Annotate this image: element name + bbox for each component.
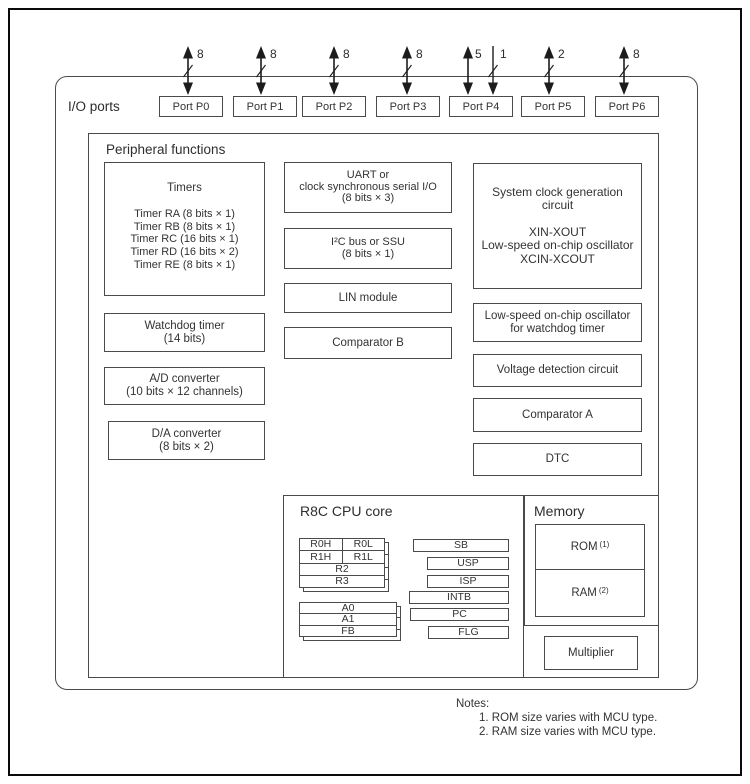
bus-arrow-p4 — [461, 46, 475, 95]
ram-label: RAM — [571, 586, 597, 599]
port-p0-box: Port P0 — [159, 96, 223, 117]
outer-frame — [8, 8, 742, 776]
timers-title: Timers — [167, 182, 202, 194]
port-p2-label: Port P2 — [315, 100, 353, 113]
da-converter-box: D/A converter (8 bits × 2) — [108, 421, 265, 460]
bus-width-label-p2: 8 — [343, 47, 350, 61]
uart-box: UART or clock synchronous serial I/O (8 … — [284, 162, 452, 213]
port-p5-box: Port P5 — [521, 96, 585, 117]
cpu-core-title: R8C CPU core — [300, 503, 393, 519]
port-p5-label: Port P5 — [534, 100, 572, 113]
xin-xout: XIN-XOUT — [528, 224, 587, 239]
reg-r2: R2 — [335, 562, 349, 575]
low-speed-osc-wdt-box: Low-speed on-chip oscillator for watchdo… — [473, 303, 642, 342]
timers-box: Timers Timer RA (8 bits × 1) Timer RB (8… — [104, 162, 265, 296]
dtc-box: DTC — [473, 443, 642, 476]
rom-ram-box: ROM(1) RAM(2) — [535, 524, 645, 617]
reg-sb: SB — [413, 539, 509, 552]
timer-rc: Timer RC (16 bits × 1) — [130, 233, 239, 246]
port-p1-box: Port P1 — [233, 96, 297, 117]
bus-arrow-p1 — [254, 46, 268, 95]
memory-box — [524, 495, 659, 626]
bus-width-label-p1: 8 — [270, 47, 277, 61]
timer-rb: Timer RB (8 bits × 1) — [133, 220, 236, 233]
register-bank-r0-r3: R0H R0L R1H R1L R2 R3 — [299, 538, 389, 592]
reg-isp: ISP — [427, 575, 509, 588]
comparator-b-box: Comparator B — [284, 327, 452, 359]
port-p4-box: Port P4 — [449, 96, 513, 117]
rom-note-ref: (1) — [599, 539, 610, 549]
reg-a1: A1 — [341, 613, 355, 626]
port-p1-label: Port P1 — [246, 100, 284, 113]
reg-fb: FB — [341, 624, 355, 637]
ad-converter-box: A/D converter (10 bits × 12 channels) — [104, 367, 265, 405]
reg-intb: INTB — [409, 591, 509, 604]
reg-r0h: R0H — [300, 539, 343, 551]
reg-r1l: R1L — [353, 550, 373, 563]
memory-title: Memory — [534, 503, 585, 519]
reg-flg: FLG — [428, 626, 509, 639]
lin-module-box: LIN module — [284, 283, 452, 313]
multiplier-box: Multiplier — [544, 636, 638, 670]
io-ports-label: I/O ports — [68, 99, 120, 114]
rom-label: ROM — [570, 540, 598, 553]
bus-arrow-p5 — [542, 46, 556, 95]
reg-pc: PC — [410, 608, 509, 621]
bus-width-label-p4-input: 1 — [500, 47, 507, 61]
bus-width-label-p5: 2 — [558, 47, 565, 61]
port-p0-label: Port P0 — [172, 100, 210, 113]
reg-usp: USP — [427, 557, 509, 570]
reg-r3: R3 — [335, 575, 349, 588]
port-p3-box: Port P3 — [376, 96, 440, 117]
voltage-detection-box: Voltage detection circuit — [473, 354, 642, 387]
bus-arrow-p3 — [400, 46, 414, 95]
comparator-a-box: Comparator A — [473, 398, 642, 432]
peripheral-functions-title: Peripheral functions — [106, 142, 226, 157]
bus-arrow-p6 — [617, 46, 631, 95]
watchdog-timer-box: Watchdog timer (14 bits) — [104, 313, 265, 352]
reg-a0: A0 — [341, 601, 355, 614]
note-rom: 1. ROM size varies with MCU type. — [479, 712, 658, 724]
rom-cell: ROM(1) — [536, 525, 644, 570]
port-p6-box: Port P6 — [595, 96, 659, 117]
note-ram: 2. RAM size varies with MCU type. — [479, 726, 657, 738]
system-clock-box: System clock generation circuit XIN-XOUT… — [473, 163, 642, 289]
bus-width-label-p4: 5 — [475, 47, 482, 61]
bus-width-label-p0: 8 — [197, 47, 204, 61]
reg-r1h: R1H — [300, 551, 343, 563]
timer-ra: Timer RA (8 bits × 1) — [134, 207, 235, 220]
i2c-ssu-box: I²C bus or SSU (8 bits × 1) — [284, 228, 452, 269]
xcin-xcout: XCIN-XCOUT — [520, 251, 595, 266]
bus-arrow-p0 — [181, 46, 195, 95]
port-p3-label: Port P3 — [389, 100, 427, 113]
port-p6-label: Port P6 — [608, 100, 646, 113]
port-p4-label: Port P4 — [462, 100, 500, 113]
notes-title: Notes: — [456, 698, 490, 710]
bus-arrow-p4-input — [486, 46, 500, 95]
bus-arrow-p2 — [327, 46, 341, 95]
bus-width-label-p3: 8 — [416, 47, 423, 61]
bus-width-label-p6: 8 — [633, 47, 640, 61]
timer-re: Timer RE (8 bits × 1) — [133, 258, 236, 271]
reg-r0l: R0L — [353, 538, 373, 551]
port-p2-box: Port P2 — [302, 96, 366, 117]
register-bank-a0-fb: A0 A1 FB — [299, 601, 401, 641]
timer-rd: Timer RD (16 bits × 2) — [130, 246, 239, 259]
ram-note-ref: (2) — [598, 585, 609, 595]
cpu-core-box — [283, 495, 524, 678]
ram-cell: RAM(2) — [536, 570, 644, 616]
